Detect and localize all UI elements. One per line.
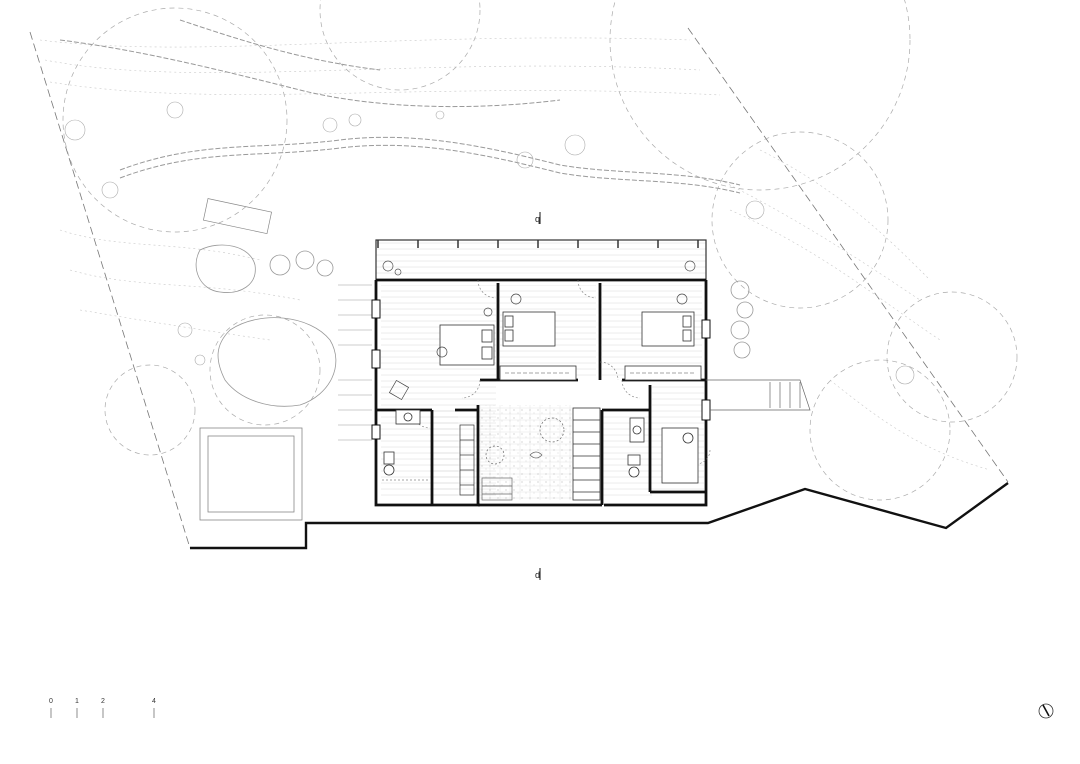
garden-path (59, 19, 741, 194)
windows (371, 299, 711, 440)
bed-icon (439, 324, 495, 366)
lamp-icon (510, 293, 522, 305)
garden-bench (202, 198, 272, 235)
tree-canopy (62, 0, 1018, 501)
svg-text:q: q (535, 214, 540, 224)
north-arrow-icon (1038, 703, 1054, 719)
site-boundary (29, 27, 1009, 549)
scale-label-2: 2 (101, 698, 105, 705)
garden-pool (199, 427, 303, 521)
pond (195, 244, 754, 407)
terrain-contours (39, 37, 991, 471)
section-mark-top: q (535, 212, 541, 224)
courtyard (481, 417, 565, 501)
shrubs (64, 101, 915, 385)
scale-label-4: 4 (152, 698, 156, 705)
interior-stair (572, 407, 601, 501)
wardrobe (499, 365, 577, 381)
scale-bar: 0 1 2 4 (49, 698, 156, 718)
bed-icon (641, 311, 695, 347)
section-mark-bottom: d (535, 568, 541, 580)
scale-label-1: 1 (75, 698, 79, 705)
bathroom-fixtures (627, 417, 699, 484)
closet-shelves (459, 424, 475, 496)
terrace-chair-icon (382, 260, 696, 276)
side-deck (706, 379, 811, 411)
bed-icon (502, 311, 556, 347)
bathroom-fixtures (382, 409, 430, 481)
scale-label-0: 0 (49, 698, 53, 705)
wardrobe (624, 365, 702, 381)
svg-text:d: d (535, 570, 540, 580)
outdoor-steps (338, 284, 372, 441)
retaining-wall (190, 482, 1009, 550)
terrace-deck (375, 239, 707, 281)
lamp-icon (676, 293, 688, 305)
door-swings (411, 279, 711, 465)
desk-chair-icon (388, 307, 493, 401)
